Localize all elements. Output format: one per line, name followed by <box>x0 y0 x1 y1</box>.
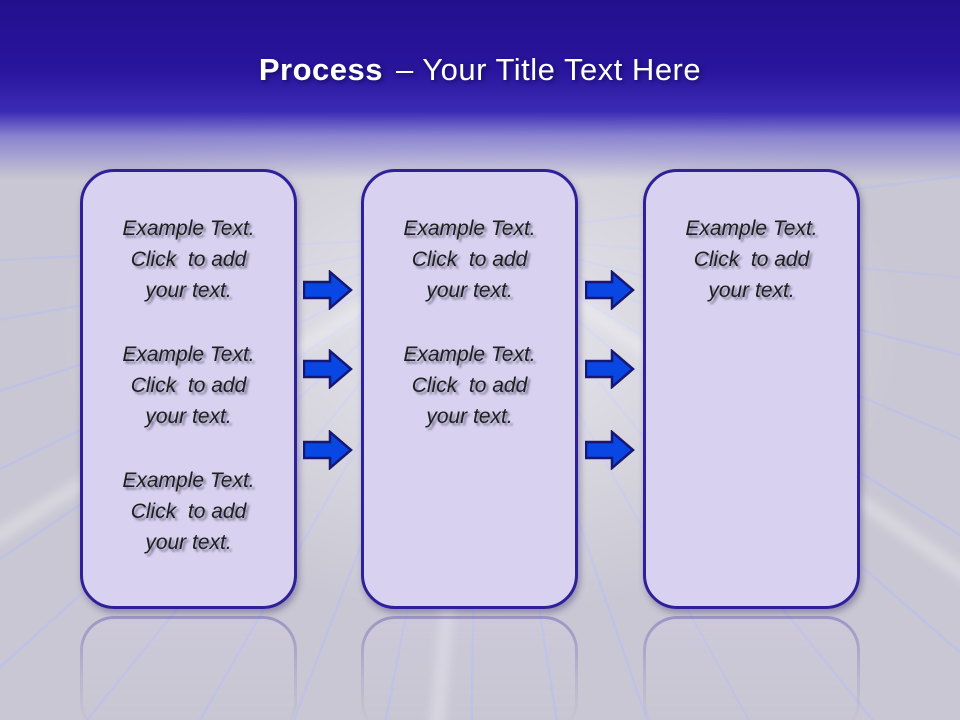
arrow-right-icon <box>585 430 635 470</box>
process-box-1[interactable]: Example Text. Click to add your text. Ex… <box>80 169 297 609</box>
placeholder-text[interactable]: Example Text. Click to add your text. <box>122 217 255 302</box>
process-box-2[interactable]: Example Text. Click to add your text. Ex… <box>361 169 578 609</box>
process-box-3[interactable]: Example Text. Click to add your text. <box>643 169 860 609</box>
placeholder-text[interactable]: Example Text. Click to add your text. <box>403 343 536 428</box>
arrow-right-icon <box>585 349 635 389</box>
placeholder-text[interactable]: Example Text. Click to add your text. <box>403 217 536 302</box>
slide-title-keyword: Process <box>258 52 384 87</box>
arrow-right-icon <box>303 270 353 310</box>
slide-title[interactable]: Process – Your Title Text Here <box>0 52 960 88</box>
arrow-right-icon <box>303 349 353 389</box>
header-band <box>0 0 960 180</box>
box-reflection <box>80 616 297 720</box>
box-reflection <box>361 616 578 720</box>
slide-title-placeholder: – Your Title Text Here <box>396 52 702 87</box>
arrow-right-icon <box>585 270 635 310</box>
placeholder-text[interactable]: Example Text. Click to add your text. <box>122 469 255 554</box>
placeholder-text[interactable]: Example Text. Click to add your text. <box>685 217 818 302</box>
arrow-right-icon <box>303 430 353 470</box>
box-reflection <box>643 616 860 720</box>
placeholder-text[interactable]: Example Text. Click to add your text. <box>122 343 255 428</box>
